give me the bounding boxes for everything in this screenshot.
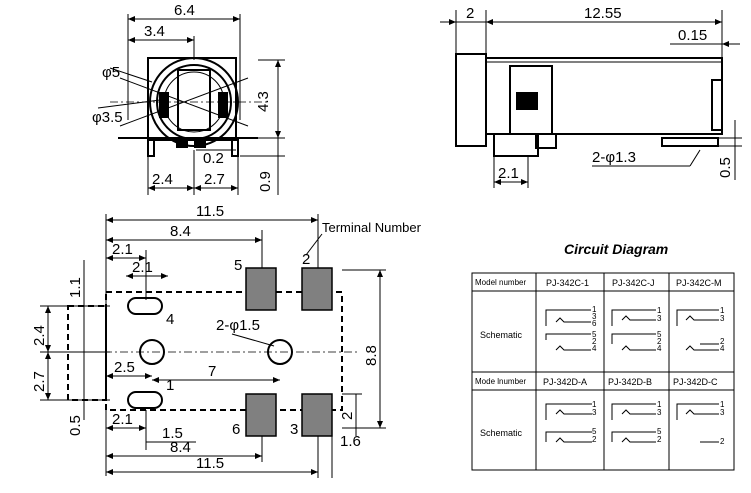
dim-fp-21: 2.1 bbox=[112, 241, 133, 258]
svg-text:6: 6 bbox=[592, 319, 597, 328]
dim-27: 2.7 bbox=[204, 171, 225, 188]
dim-side-length: 12.55 bbox=[584, 5, 622, 22]
dim-fp-21c: 2.1 bbox=[112, 411, 133, 428]
pin-1: 1 bbox=[166, 377, 174, 394]
terminal-number-label: Terminal Number bbox=[322, 220, 422, 235]
svg-text:2: 2 bbox=[657, 435, 662, 444]
row2-schematic: Schematic bbox=[480, 428, 523, 438]
pin-2: 2 bbox=[302, 251, 310, 268]
svg-text:3: 3 bbox=[592, 312, 597, 321]
schematic-c1: 1 3 6 5 2 4 bbox=[545, 305, 597, 353]
header1-cj: PJ-342C-J bbox=[612, 278, 655, 288]
dim-fp-holes: 2-φ1.5 bbox=[216, 317, 260, 334]
svg-text:1: 1 bbox=[720, 400, 725, 409]
dim-side-2: 2 bbox=[466, 5, 474, 22]
schematic-da: 1 3 5 2 bbox=[545, 400, 597, 444]
circuit-title: Circuit Diagram bbox=[564, 241, 668, 257]
dim-side-pins: 2-φ1.3 bbox=[592, 149, 636, 166]
header1-model: Model number bbox=[475, 278, 526, 287]
svg-text:3: 3 bbox=[657, 314, 662, 323]
svg-text:5: 5 bbox=[592, 427, 597, 436]
svg-text:4: 4 bbox=[657, 344, 662, 353]
svg-text:4: 4 bbox=[592, 344, 597, 353]
dim-fp-11: 1.1 bbox=[67, 277, 84, 298]
svg-text:2: 2 bbox=[592, 337, 597, 346]
dim-width: 6.4 bbox=[174, 2, 195, 19]
svg-text:5: 5 bbox=[657, 330, 662, 339]
header2-da: PJ-342D-A bbox=[543, 377, 587, 387]
svg-text:2: 2 bbox=[592, 435, 597, 444]
svg-text:2: 2 bbox=[720, 337, 725, 346]
svg-text:2: 2 bbox=[657, 337, 662, 346]
dim-height: 4.3 bbox=[255, 91, 272, 112]
dim-fp-27: 2.7 bbox=[31, 371, 48, 392]
header2-model: Mode lnumber bbox=[475, 377, 526, 386]
dim-02: 0.2 bbox=[203, 150, 224, 167]
dim-fp-88: 8.8 bbox=[363, 345, 380, 366]
dim-fp-2: 2 bbox=[339, 412, 356, 420]
dim-phi5: φ5 bbox=[102, 64, 120, 81]
front-view: 6.4 3.4 φ5 φ3.5 4.3 0.9 bbox=[92, 2, 285, 195]
svg-text:1: 1 bbox=[592, 305, 597, 314]
header1-cm: PJ-342C-M bbox=[676, 278, 722, 288]
dim-fp-24: 2.4 bbox=[31, 325, 48, 346]
dim-fp-84: 8.4 bbox=[170, 223, 191, 240]
dim-fp-115b: 11.5 bbox=[196, 455, 224, 472]
dim-fp-15: 1.5 bbox=[162, 425, 183, 442]
dim-side-05: 0.5 bbox=[717, 157, 734, 178]
schematic-cm: 1 3 2 4 bbox=[676, 306, 725, 353]
schematic-cj: 1 3 5 2 4 bbox=[611, 306, 662, 353]
dim-fp-total: 11.5 bbox=[196, 203, 224, 220]
dim-offset: 3.4 bbox=[144, 23, 165, 40]
svg-text:3: 3 bbox=[592, 408, 597, 417]
dim-side-21: 2.1 bbox=[498, 165, 519, 182]
svg-text:1: 1 bbox=[720, 306, 725, 315]
dim-phi35: φ3.5 bbox=[92, 109, 123, 126]
svg-text:5: 5 bbox=[657, 427, 662, 436]
dim-fp-25: 2.5 bbox=[114, 359, 135, 376]
header2-dc: PJ-342D-C bbox=[673, 377, 718, 387]
dim-09: 0.9 bbox=[257, 171, 274, 192]
footprint-view: Terminal Number 11.5 8.4 2.1 2.1 1.1 2.4… bbox=[31, 203, 422, 478]
svg-text:1: 1 bbox=[657, 400, 662, 409]
svg-text:3: 3 bbox=[720, 314, 725, 323]
dim-fp-05: 0.5 bbox=[67, 415, 84, 436]
svg-text:3: 3 bbox=[657, 408, 662, 417]
dim-side-015: 0.15 bbox=[678, 27, 707, 44]
pin-4: 4 bbox=[166, 311, 174, 328]
pin-3: 3 bbox=[290, 421, 298, 438]
pin-6: 6 bbox=[232, 421, 240, 438]
svg-text:2: 2 bbox=[720, 437, 725, 446]
side-view: 2 12.55 0.15 2.1 2-φ1.3 0.5 bbox=[440, 5, 742, 188]
svg-text:1: 1 bbox=[657, 306, 662, 315]
svg-text:4: 4 bbox=[720, 344, 725, 353]
circuit-diagram: Circuit Diagram Model number PJ-342C-1 P… bbox=[471, 241, 735, 471]
dim-fp-84b: 8.4 bbox=[170, 439, 191, 456]
svg-text:5: 5 bbox=[592, 330, 597, 339]
row1-schematic: Schematic bbox=[480, 330, 523, 340]
dim-fp-7: 7 bbox=[208, 363, 216, 380]
dim-fp-16: 1.6 bbox=[340, 433, 361, 450]
dim-24: 2.4 bbox=[152, 171, 173, 188]
pin-5: 5 bbox=[234, 257, 242, 274]
header2-db: PJ-342D-B bbox=[608, 377, 652, 387]
schematic-db: 1 3 5 2 bbox=[611, 400, 662, 444]
svg-text:1: 1 bbox=[592, 400, 597, 409]
schematic-dc: 1 3 2 bbox=[676, 400, 725, 446]
dim-fp-21b: 2.1 bbox=[132, 259, 153, 276]
header1-c1: PJ-342C-1 bbox=[546, 278, 589, 288]
svg-text:3: 3 bbox=[720, 408, 725, 417]
